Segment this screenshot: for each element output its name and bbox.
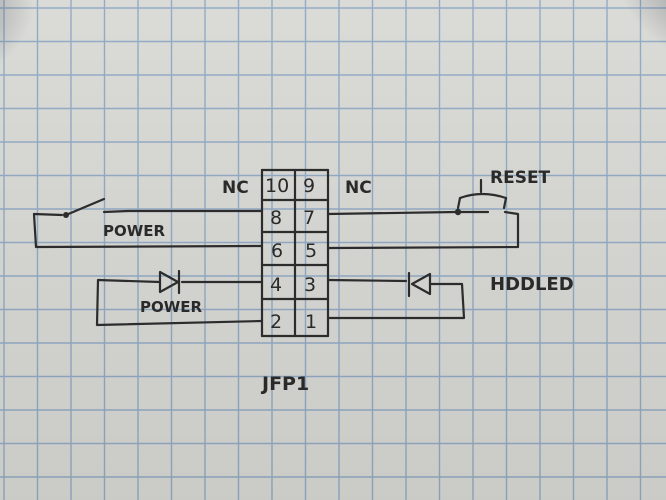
power-switch-label: POWER [103, 222, 166, 240]
nc-right-label: NC [345, 178, 372, 198]
power-switch-circuit [32, 197, 264, 249]
hdd-led-label: HDDLED [490, 274, 574, 295]
jfp1-header-grid [260, 168, 330, 338]
pin-2-label: 2 [270, 311, 282, 333]
pin-1-label: 1 [305, 311, 317, 333]
reset-button-circuit [326, 178, 520, 250]
switch-lever-icon [64, 197, 106, 217]
pin-5-label: 5 [305, 240, 317, 262]
header-title: JFP1 [260, 373, 309, 395]
hdd-led-circuit [326, 271, 466, 320]
power-led-label: POWER [140, 298, 203, 316]
pin-6-label: 6 [271, 240, 283, 262]
pushbutton-icon [458, 192, 508, 200]
pin-7-label: 7 [303, 207, 315, 229]
power-switch-wire-pin6 [32, 212, 264, 249]
shadow-top-right [510, 0, 666, 135]
led-diode-icon [158, 270, 180, 294]
power-led-circuit [95, 269, 264, 327]
pin-9-label: 9 [303, 175, 315, 197]
shadow-top-left [0, 0, 130, 140]
pin-10-label: 10 [265, 175, 289, 197]
nc-left-label: NC [222, 178, 249, 198]
pin-4-label: 4 [270, 274, 282, 296]
pin-3-label: 3 [304, 274, 316, 296]
reset-label: RESET [490, 168, 551, 188]
pin-8-label: 8 [270, 207, 282, 229]
